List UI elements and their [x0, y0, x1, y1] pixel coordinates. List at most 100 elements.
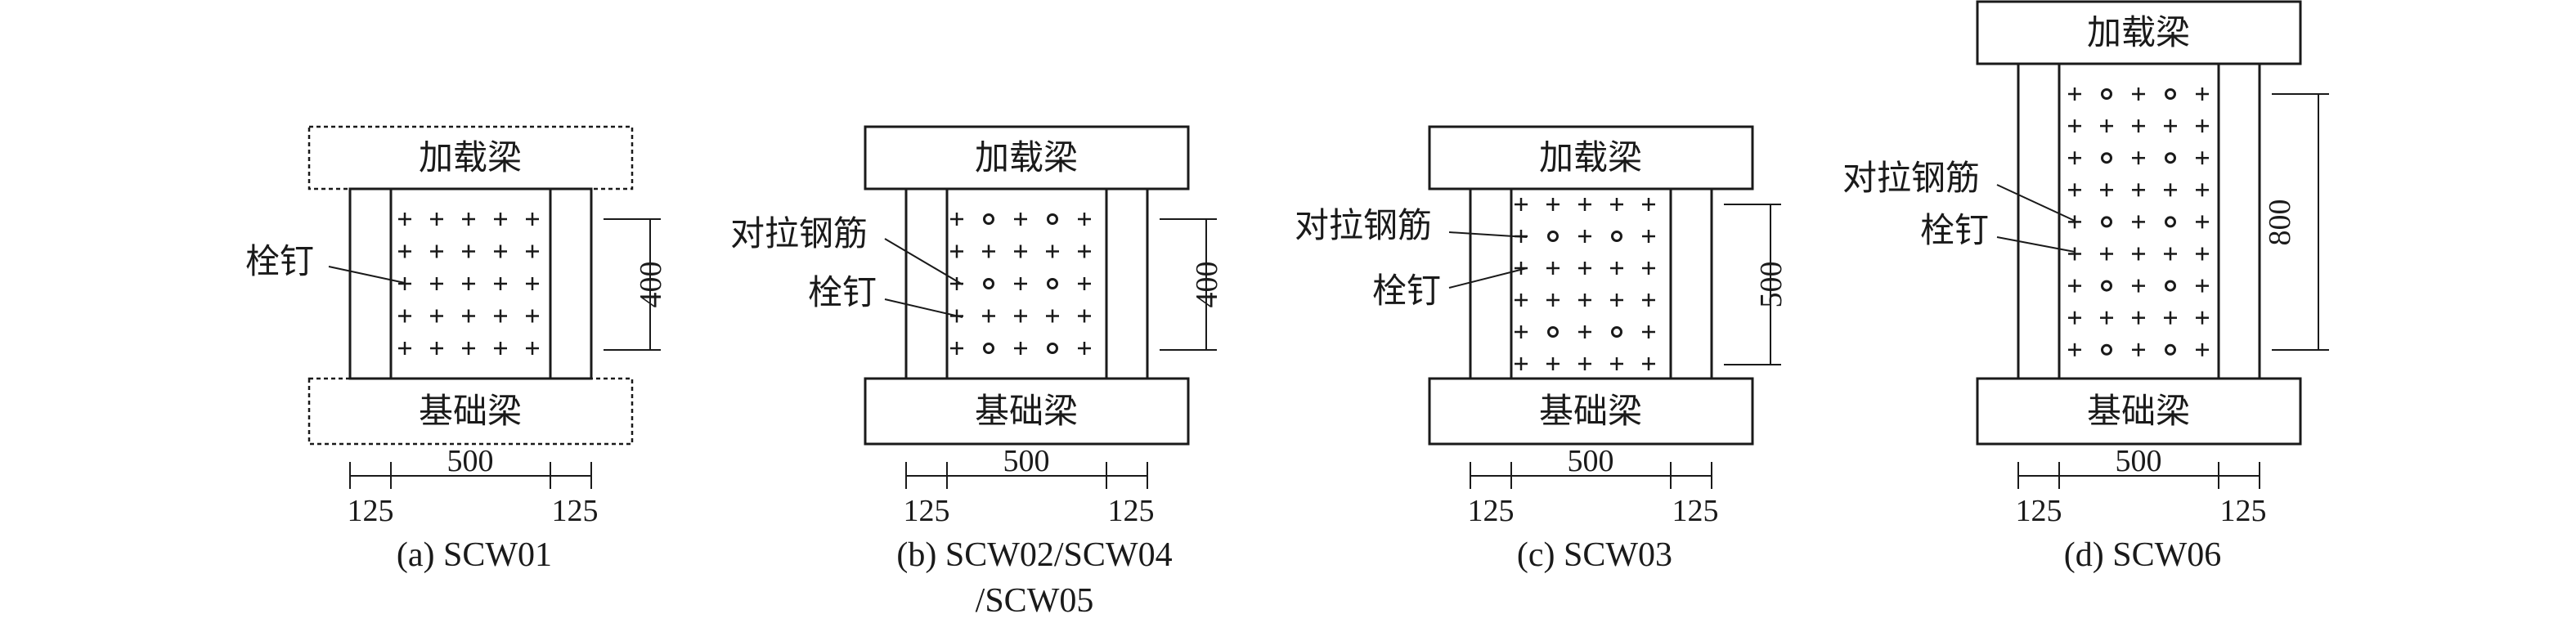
stud-marker	[1577, 260, 1593, 276]
stud-marker	[1076, 340, 1093, 356]
foundation-beam-box	[864, 377, 1190, 446]
stud-marker	[949, 340, 965, 356]
caption-a: (a) SCW01	[397, 536, 552, 574]
stud-marker	[2098, 310, 2115, 325]
dim-edge-right: 125	[1108, 494, 1155, 528]
tie-bar-leader	[1448, 231, 1528, 238]
stud-marker	[397, 308, 413, 324]
stud-marker	[1513, 196, 1529, 213]
stud-marker	[1640, 292, 1657, 308]
panel-c: 加载梁 基础梁 对拉钢筋 栓钉 500 500 125 125 (c) SCW0…	[1295, 125, 1788, 574]
stud-marker	[2067, 182, 2083, 198]
tie-bar-marker	[1611, 231, 1622, 242]
stud-marker	[2130, 310, 2147, 325]
stud-marker	[1076, 211, 1093, 227]
stud-marker	[981, 244, 997, 259]
tie-bar-marker	[2165, 343, 2176, 356]
wall-outline	[348, 187, 593, 380]
stud-marker	[429, 340, 445, 356]
stud-marker	[981, 308, 997, 324]
stud-marker	[492, 211, 509, 227]
stud-marker	[1513, 324, 1529, 340]
stud-marker	[429, 211, 445, 227]
stud-marker	[524, 340, 541, 356]
stud-marker	[1640, 260, 1657, 276]
stud-marker	[2194, 86, 2210, 102]
stud-marker	[2098, 246, 2115, 262]
stud-marker	[492, 276, 509, 292]
stud-leader	[1448, 267, 1528, 289]
tie-bar-marker	[983, 343, 994, 354]
tie-bar-marker	[983, 213, 994, 225]
stud-marker	[2130, 214, 2147, 230]
foundation-beam-label: 基础梁	[1539, 393, 1642, 431]
stud-marker	[2067, 246, 2083, 262]
tie-bar-marker	[1547, 231, 1559, 242]
tie-bar-marker	[2101, 216, 2112, 228]
tie-bar-marker	[983, 278, 994, 289]
stud-marker	[524, 211, 541, 227]
panel-b: 加载梁 基础梁 对拉钢筋 栓钉 400 500 125 125 (b) SCW0…	[730, 125, 1224, 620]
stud-marker	[429, 244, 445, 259]
stud-marker	[1609, 260, 1625, 276]
stud-marker	[1609, 292, 1625, 308]
dim-edge-right: 125	[1672, 494, 1719, 528]
tie-bar-marker	[2101, 152, 2112, 164]
stud-marker	[397, 276, 413, 292]
dim-edge-right: 125	[552, 494, 599, 528]
stud-marker	[397, 211, 413, 227]
stud-marker	[1609, 356, 1625, 372]
stud-marker	[1640, 356, 1657, 372]
tie-bar-leader	[884, 238, 963, 285]
stud-marker	[2162, 246, 2179, 262]
panel-d: 加载梁 基础梁 对拉钢筋 栓钉 800 500 125 125 (d) SCW0…	[1842, 0, 2329, 574]
dim-edge-left: 125	[904, 494, 950, 528]
stud-marker	[492, 244, 509, 259]
foundation-beam-box	[307, 377, 634, 446]
foundation-beam-box	[1976, 377, 2302, 446]
stud-marker	[2162, 182, 2179, 198]
stud-marker	[2194, 246, 2210, 262]
stud-grid	[2067, 86, 2210, 358]
stud-marker	[1577, 292, 1593, 308]
loading-beam-label: 加载梁	[975, 140, 1078, 177]
loading-beam-label: 加载梁	[1539, 140, 1642, 177]
stud-marker	[1012, 244, 1029, 259]
stud-marker	[2067, 342, 2083, 358]
stud-marker	[2098, 182, 2115, 198]
stud-label: 栓钉	[808, 275, 877, 312]
stud-marker	[2067, 86, 2083, 102]
stud-marker	[1577, 324, 1593, 340]
stud-marker	[1076, 276, 1093, 292]
dim-height: 400	[634, 262, 668, 308]
dim-width: 500	[2116, 444, 2162, 478]
stud-marker	[2130, 342, 2147, 358]
dim-edge-left: 125	[348, 494, 394, 528]
stud-marker	[2194, 278, 2210, 294]
dim-edge-left: 125	[1468, 494, 1515, 528]
stud-grid	[949, 211, 1093, 356]
caption-b-line2: /SCW05	[976, 582, 1094, 620]
stud-marker	[1577, 228, 1593, 244]
caption-c: (c) SCW03	[1517, 536, 1672, 574]
dim-height: 500	[1754, 262, 1788, 308]
tie-bar-marker	[2165, 88, 2176, 100]
tie-bar-label: 对拉钢筋	[1842, 159, 1980, 198]
stud-marker	[1640, 324, 1657, 340]
loading-beam-label: 加载梁	[2087, 15, 2190, 52]
stud-marker	[397, 340, 413, 356]
stud-leader	[1996, 236, 2076, 253]
stud-marker	[949, 244, 965, 259]
dim-width: 500	[447, 444, 494, 478]
stud-marker	[2194, 118, 2210, 134]
stud-marker	[2194, 214, 2210, 230]
tie-bar-marker	[2165, 216, 2176, 228]
foundation-beam-label: 基础梁	[975, 393, 1078, 431]
loading-beam-label: 加载梁	[419, 140, 522, 177]
stud-marker	[460, 276, 477, 292]
stud-label: 栓钉	[245, 244, 314, 281]
stud-leader	[328, 266, 406, 284]
stud-marker	[1076, 308, 1093, 324]
stud-marker	[2130, 150, 2147, 166]
stud-marker	[1076, 244, 1093, 259]
